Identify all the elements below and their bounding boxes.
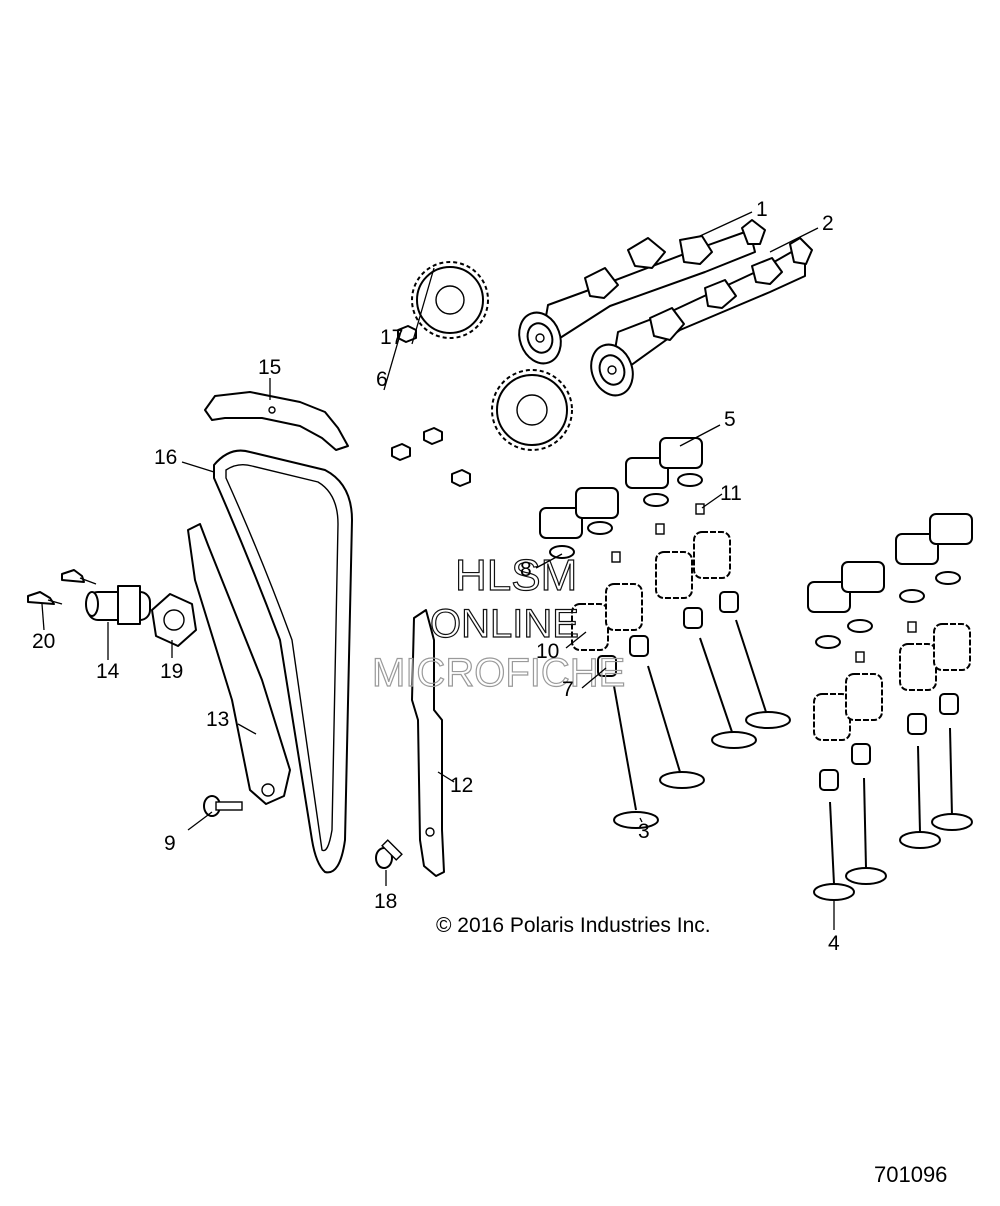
callout-9: 9 (164, 832, 176, 855)
tensioner-blade (187, 523, 291, 805)
watermark-line2: ONLINE (430, 602, 579, 646)
guide-bolt (203, 795, 403, 869)
callout-19: 19 (160, 660, 183, 683)
callout-2: 2 (822, 212, 834, 235)
callout-4: 4 (828, 932, 840, 955)
callout-15: 15 (258, 356, 281, 379)
chain-tensioner (85, 585, 151, 625)
callout-13: 13 (206, 708, 229, 731)
tensioner-bolt (27, 569, 97, 605)
callout-16: 16 (154, 446, 177, 469)
copyright-notice: © 2016 Polaris Industries Inc. (436, 914, 711, 937)
exhaust-camshaft (590, 237, 813, 397)
callout-6: 6 (376, 368, 388, 391)
valve-spring-retainer (549, 473, 961, 649)
callout-1: 1 (756, 198, 768, 221)
valve-keeper (611, 503, 917, 663)
valve (613, 619, 973, 901)
valve-bucket (539, 437, 973, 613)
tensioner-gasket (151, 593, 197, 647)
valve-spring (571, 531, 971, 741)
leader-lines (41, 211, 835, 930)
fixed-chain-guide (411, 609, 445, 877)
callout-12: 12 (450, 774, 473, 797)
valve-stem-seal (597, 591, 959, 791)
callout-10: 10 (536, 640, 559, 663)
intake-camshaft (518, 219, 766, 365)
callout-20: 20 (32, 630, 55, 653)
sprocket-bolt (391, 325, 471, 487)
callout-7: 7 (562, 678, 574, 701)
upper-chain-guide (204, 391, 349, 451)
callout-5: 5 (724, 408, 736, 431)
callout-11: 11 (720, 482, 742, 505)
callout-3: 3 (638, 820, 650, 843)
callout-14: 14 (96, 660, 120, 683)
timing-chain (213, 449, 353, 874)
watermark-line1: HLSM (455, 551, 577, 600)
drawing-number: 701096 (874, 1162, 948, 1187)
watermark: HLSM ONLINE MICROFICHE (371, 550, 626, 695)
cam-sprocket (411, 261, 573, 451)
callout-labels: 1 2 3 4 5 6 7 8 9 10 11 12 13 14 15 16 1… (32, 198, 840, 955)
watermark-line3: MICROFICHE (372, 651, 625, 695)
callout-18: 18 (374, 890, 397, 913)
callout-8: 8 (520, 558, 532, 581)
callout-17: 17 (380, 326, 403, 349)
